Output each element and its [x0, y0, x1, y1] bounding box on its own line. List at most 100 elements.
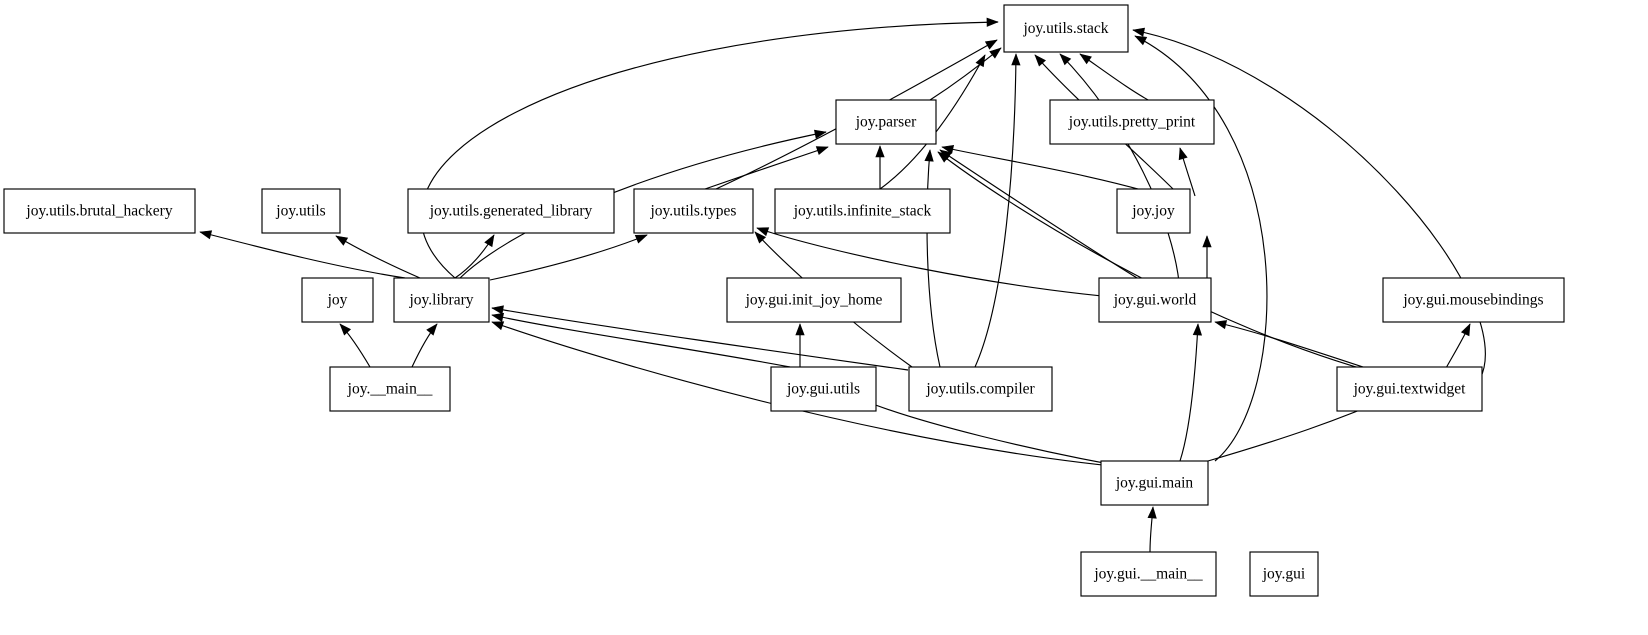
node-joy_gui_main[interactable]: joy.gui.main [1100, 460, 1209, 506]
node-joy_gui_textwidget[interactable]: joy.gui.textwidget [1336, 366, 1483, 412]
node-joy_utils_compiler[interactable]: joy.utils.compiler [908, 366, 1053, 412]
node-box[interactable] [1080, 551, 1217, 597]
node-label: joy.utils.generated_library [429, 203, 593, 220]
edge-joy_utils_compiler-to-joy_library [491, 307, 909, 371]
edge-joy_gui_textwidget-to-joy_parser [937, 151, 1401, 380]
node-label: joy.gui.textwidget [1353, 381, 1466, 398]
node-box[interactable] [770, 366, 877, 412]
edge-joy_gui_world-to-joy_utils_types [756, 227, 1151, 301]
edge-arrowhead [1214, 320, 1228, 330]
edge-arrowhead [1202, 235, 1212, 248]
node-joy_gui_mousebindings[interactable]: joy.gui.mousebindings [1382, 277, 1565, 323]
node-box[interactable] [1098, 277, 1212, 323]
node-box[interactable] [835, 99, 937, 145]
node-box[interactable] [908, 366, 1053, 412]
node-label: joy [327, 292, 348, 309]
edge-arrowhead [1034, 54, 1046, 67]
node-label: joy.gui.utils [786, 381, 860, 398]
node-label: joy.__main__ [347, 381, 433, 398]
edge-arrowhead [1178, 147, 1188, 161]
node-box[interactable] [3, 188, 196, 234]
edge-joy_utils_compiler-to-joy_utils_stack [974, 53, 1017, 368]
node-box[interactable] [1116, 188, 1191, 234]
edge-arrowhead [1134, 35, 1148, 46]
edge-arrowhead [986, 17, 999, 27]
node-joy_utils_pretty_print[interactable]: joy.utils.pretty_print [1049, 99, 1215, 145]
node-box[interactable] [1100, 460, 1209, 506]
node-box[interactable] [1003, 4, 1129, 53]
node-joy[interactable]: joy [301, 277, 374, 323]
edge-arrowhead [1132, 27, 1145, 37]
node-box[interactable] [393, 277, 490, 323]
node-joy_utils[interactable]: joy.utils [261, 188, 341, 234]
node-joy_gui_init_joy_home[interactable]: joy.gui.init_joy_home [726, 277, 902, 323]
edge-arrowhead [941, 145, 955, 155]
edge-joy_library-to-joy_utils_brutal_hackery [199, 231, 406, 279]
edge-arrowhead [795, 323, 805, 336]
edge-joy_gui_world-to-joy_parser [939, 149, 1161, 293]
node-box[interactable] [261, 188, 341, 234]
node-joy_library[interactable]: joy.library [393, 277, 490, 323]
node-joy_parser[interactable]: joy.parser [835, 99, 937, 145]
node-label: joy.utils.types [650, 203, 737, 220]
node-joy_gui[interactable]: joy.gui [1249, 551, 1319, 597]
node-box[interactable] [329, 366, 451, 412]
edge-arrowhead [924, 149, 934, 162]
edge-joy_gui_main-to-joy_gui_world [1179, 323, 1199, 462]
node-label: joy.parser [855, 114, 917, 131]
edge-arrowhead [199, 230, 213, 240]
edge-arrowhead [984, 39, 998, 50]
node-joy_utils_stack[interactable]: joy.utils.stack [1003, 4, 1129, 53]
node-joy_utils_infinite_stack[interactable]: joy.utils.infinite_stack [774, 188, 951, 234]
edge-arrowhead [426, 323, 438, 336]
edge-joy_library-to-joy_utils_stack [420, 21, 999, 279]
node-joy_joy[interactable]: joy.joy [1116, 188, 1191, 234]
node-box[interactable] [407, 188, 615, 234]
edge-joy_gui_main-to-joy_utils_stack [1134, 35, 1268, 462]
edge-arrowhead [339, 323, 352, 336]
node-box[interactable] [1382, 277, 1565, 323]
edge-arrowhead [1079, 53, 1092, 65]
node-box[interactable] [774, 188, 951, 234]
node-label: joy.gui.init_joy_home [745, 292, 883, 309]
edge-arrowhead [814, 129, 827, 139]
node-label: joy.utils.brutal_hackery [25, 203, 172, 220]
edge-joy_utils_pretty_print-to-joy_utils_stack [1079, 53, 1151, 102]
node-label: joy.utils.stack [1022, 20, 1108, 37]
edge-joy_utils_types-to-joy_parser [704, 146, 829, 190]
node-joy_gui_world[interactable]: joy.gui.world [1098, 277, 1212, 323]
edge-joy_library-to-joy_utils [335, 235, 421, 279]
edge-joy_parser-to-joy_utils_stack [929, 47, 1002, 101]
node-label: joy.library [409, 292, 474, 309]
node-box[interactable] [301, 277, 374, 323]
node-label: joy.utils.compiler [925, 381, 1035, 398]
node-joy_gui_utils[interactable]: joy.gui.utils [770, 366, 877, 412]
edge-arrowhead [875, 145, 885, 158]
edge-joy_library-to-joy_utils_types [489, 234, 648, 281]
node-label: joy.utils [275, 203, 325, 220]
edge-arrowhead [937, 151, 950, 163]
node-label: joy.utils.pretty_print [1068, 114, 1196, 131]
edge-joy_gui_textwidget-to-joy_utils_stack [1132, 29, 1486, 380]
node-box[interactable] [1336, 366, 1483, 412]
edge-joy_gui_main-to-joy_library [491, 321, 1156, 471]
node-joy_utils_types[interactable]: joy.utils.types [633, 188, 754, 234]
node-joy_gui___main__[interactable]: joy.gui.__main__ [1080, 551, 1217, 597]
node-label: joy.gui.world [1113, 292, 1197, 309]
node-box[interactable] [633, 188, 754, 234]
node-joy_utils_brutal_hackery[interactable]: joy.utils.brutal_hackery [3, 188, 196, 234]
node-joy_utils_generated_library[interactable]: joy.utils.generated_library [407, 188, 615, 234]
edge-joy_gui_utils-to-joy_library [491, 314, 791, 368]
edge-arrowhead [1460, 323, 1471, 337]
node-label: joy.gui.mousebindings [1402, 292, 1543, 309]
edge-arrowhead [1192, 323, 1203, 336]
edge-arrowhead [634, 234, 648, 244]
node-joy___main__[interactable]: joy.__main__ [329, 366, 451, 412]
node-label: joy.gui.main [1115, 475, 1194, 492]
node-box[interactable] [1049, 99, 1215, 145]
nodes-layer: joy.utils.stack joy.parser joy.utils.prett… [3, 4, 1565, 597]
node-label: joy.gui.__main__ [1093, 566, 1203, 583]
node-box[interactable] [726, 277, 902, 323]
node-box[interactable] [1249, 551, 1319, 597]
